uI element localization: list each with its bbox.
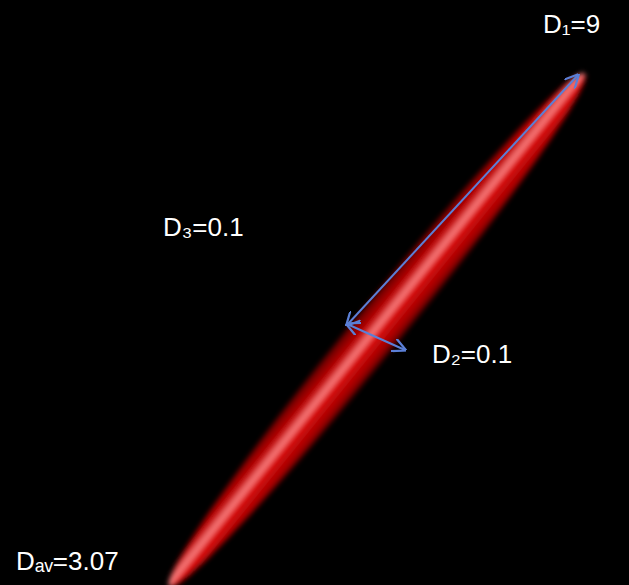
- major-axis-arrow: [347, 75, 578, 325]
- minor-axis-arrow: [347, 324, 405, 350]
- eigenvalue-label: D₃=0.1: [163, 213, 244, 243]
- mean-diffusivity-label: Dₐᵥ=3.07: [16, 547, 119, 577]
- diffusion-ellipsoid: [151, 58, 604, 585]
- ellipsoid-body: [151, 58, 604, 585]
- eigenvalue-label: D₁=9: [543, 10, 600, 40]
- eigenvalue-label: D₂=0.1: [432, 340, 512, 370]
